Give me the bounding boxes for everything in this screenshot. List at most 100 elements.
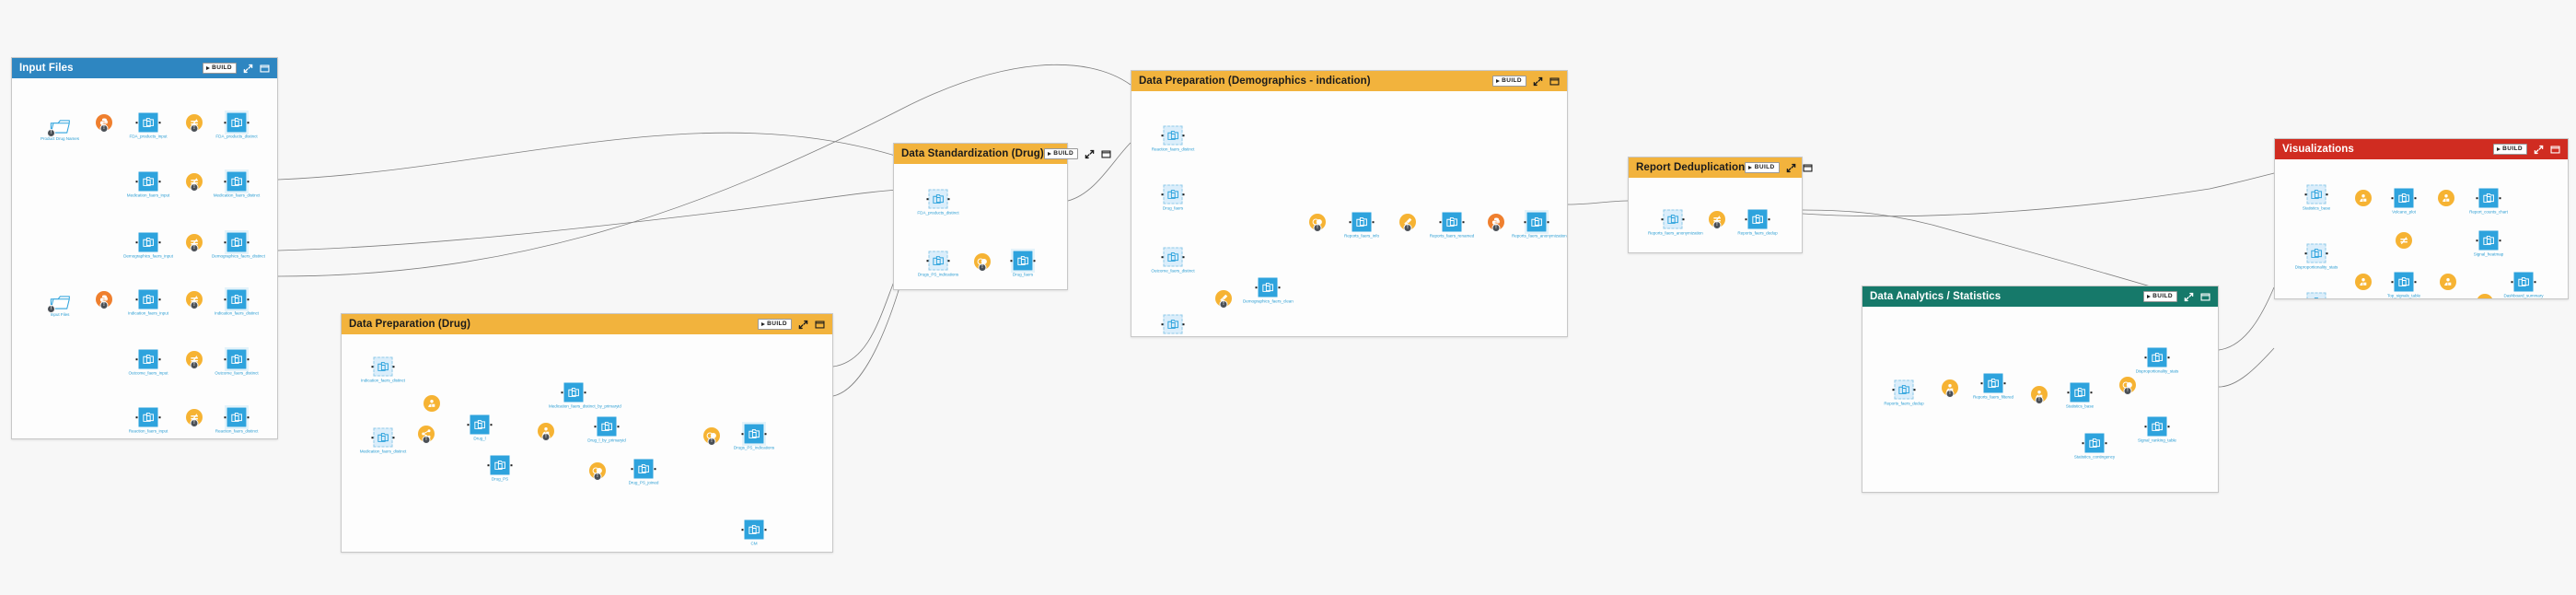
node-statistics-base[interactable]: Statistics_base xyxy=(2303,184,2330,211)
warning-badge[interactable]: ! xyxy=(190,301,199,309)
output-port[interactable] xyxy=(247,357,249,361)
output-port[interactable] xyxy=(2499,196,2501,200)
output-port[interactable] xyxy=(2414,196,2417,200)
node-reaction-faers-input[interactable]: Reaction_faers_input xyxy=(129,407,168,434)
output-port[interactable] xyxy=(617,425,620,428)
node-reports-faers-dedup[interactable]: Reports_faers_dedup xyxy=(1884,379,1924,406)
input-port[interactable] xyxy=(224,298,226,301)
warning-badge[interactable]: ! xyxy=(2123,387,2132,395)
node-signal-heatmap[interactable]: Signal_heatmap xyxy=(2474,230,2503,257)
node-plot-op[interactable] xyxy=(2440,274,2456,290)
output-port[interactable] xyxy=(1462,220,1465,224)
node-drug-ps[interactable]: Drug_PS xyxy=(487,455,513,482)
node-split-op[interactable]: ! xyxy=(418,426,435,444)
input-port[interactable] xyxy=(224,357,226,361)
node-drug-ps-joined[interactable]: Drug_PS_joined xyxy=(629,459,658,485)
expand-icon[interactable] xyxy=(1085,149,1095,159)
output-port[interactable] xyxy=(1372,220,1375,224)
panel-body[interactable]: !Product Drug Names!FDA_products_input≠!… xyxy=(12,78,277,438)
node-reports-faers-info[interactable]: Reports_faers_info xyxy=(1344,212,1379,239)
input-port[interactable] xyxy=(467,423,470,426)
node-python-script[interactable]: ! xyxy=(1488,214,1504,232)
node-reports-faers-filtered[interactable]: Reports_faers_filtered xyxy=(1973,373,2013,400)
output-port[interactable] xyxy=(584,391,586,394)
output-port[interactable] xyxy=(2326,251,2328,255)
warning-badge[interactable]: ! xyxy=(99,301,109,309)
output-port[interactable] xyxy=(490,423,493,426)
expand-icon[interactable] xyxy=(243,64,253,74)
expand-icon[interactable] xyxy=(2534,145,2544,155)
output-port[interactable] xyxy=(247,240,249,244)
output-port[interactable] xyxy=(1682,217,1685,221)
warning-badge[interactable]: ! xyxy=(190,361,199,369)
node-statistics-contingency[interactable]: Statistics_contingency xyxy=(2074,433,2115,460)
node-funnel-op[interactable] xyxy=(2477,294,2493,298)
node-groupby-op[interactable]: ! xyxy=(1942,379,1958,398)
output-port[interactable] xyxy=(158,180,161,183)
window-icon[interactable] xyxy=(815,320,825,330)
node-medication-faers-distinct[interactable]: Medication_faers_distinct xyxy=(360,427,406,454)
node-drug-faers[interactable]: Drug_faers xyxy=(1161,184,1185,211)
build-button[interactable]: BUILD xyxy=(202,63,237,74)
input-port[interactable] xyxy=(224,415,226,419)
input-port[interactable] xyxy=(1892,388,1895,391)
build-button[interactable]: BUILD xyxy=(2492,144,2527,155)
node-signal-ranking-table[interactable]: Signal_ranking_table xyxy=(2138,416,2176,443)
output-port[interactable] xyxy=(654,467,656,471)
output-port[interactable] xyxy=(2105,441,2107,445)
input-port[interactable] xyxy=(224,240,226,244)
node-cm[interactable]: CM xyxy=(741,519,767,546)
input-port[interactable] xyxy=(741,432,744,436)
input-port[interactable] xyxy=(2144,356,2147,359)
output-port[interactable] xyxy=(247,298,249,301)
node-reports-faers-dedup[interactable]: Reports_faers_dedup xyxy=(1737,209,1778,236)
node-plot-op[interactable]: ≠ xyxy=(2396,232,2412,249)
node-demographics-faers-distinct[interactable]: Demographics_faers_distinct xyxy=(212,230,265,259)
warning-badge[interactable]: ! xyxy=(1313,224,1322,232)
input-port[interactable] xyxy=(1255,286,1258,289)
output-port[interactable] xyxy=(510,463,513,467)
node-drug-l[interactable]: Drug_l xyxy=(467,414,493,441)
node-distinct-op[interactable]: ≠! xyxy=(186,114,203,133)
node-reports-faers-renamed[interactable]: Reports_faers_renamed xyxy=(1430,212,1474,239)
warning-badge[interactable]: ! xyxy=(190,183,199,192)
input-port[interactable] xyxy=(594,425,597,428)
window-icon[interactable] xyxy=(1549,76,1560,87)
node-fda-products-distinct[interactable]: FDA_products_distinct xyxy=(917,189,959,216)
input-port[interactable] xyxy=(135,240,138,244)
input-port[interactable] xyxy=(224,121,226,124)
warning-badge[interactable]: ! xyxy=(190,419,199,427)
build-button[interactable]: BUILD xyxy=(1745,162,1780,173)
node-plot-op[interactable] xyxy=(2438,190,2454,206)
input-port[interactable] xyxy=(1161,134,1164,137)
node-outcome-faers-distinct[interactable]: Outcome_faers_distinct xyxy=(1151,247,1195,274)
warning-badge[interactable]: ! xyxy=(47,129,55,137)
output-port[interactable] xyxy=(158,415,161,419)
input-port[interactable] xyxy=(2476,239,2478,242)
node-medication-faers-distinct[interactable]: Medication_faers_distinct xyxy=(214,169,260,198)
output-port[interactable] xyxy=(1278,286,1281,289)
node-groupby-op[interactable] xyxy=(424,395,440,412)
output-port[interactable] xyxy=(764,432,767,436)
warning-badge[interactable]: ! xyxy=(1403,224,1412,232)
input-port[interactable] xyxy=(2304,192,2307,196)
input-port[interactable] xyxy=(224,180,226,183)
output-port[interactable] xyxy=(247,180,249,183)
output-port[interactable] xyxy=(2167,425,2170,428)
node-plot-op[interactable] xyxy=(2355,190,2372,206)
node-reaction-faers-distinct[interactable]: Reaction_faers_distinct xyxy=(1152,125,1194,152)
output-port[interactable] xyxy=(764,528,767,531)
output-port[interactable] xyxy=(2326,192,2328,196)
input-port[interactable] xyxy=(371,365,374,368)
input-port[interactable] xyxy=(2391,196,2394,200)
